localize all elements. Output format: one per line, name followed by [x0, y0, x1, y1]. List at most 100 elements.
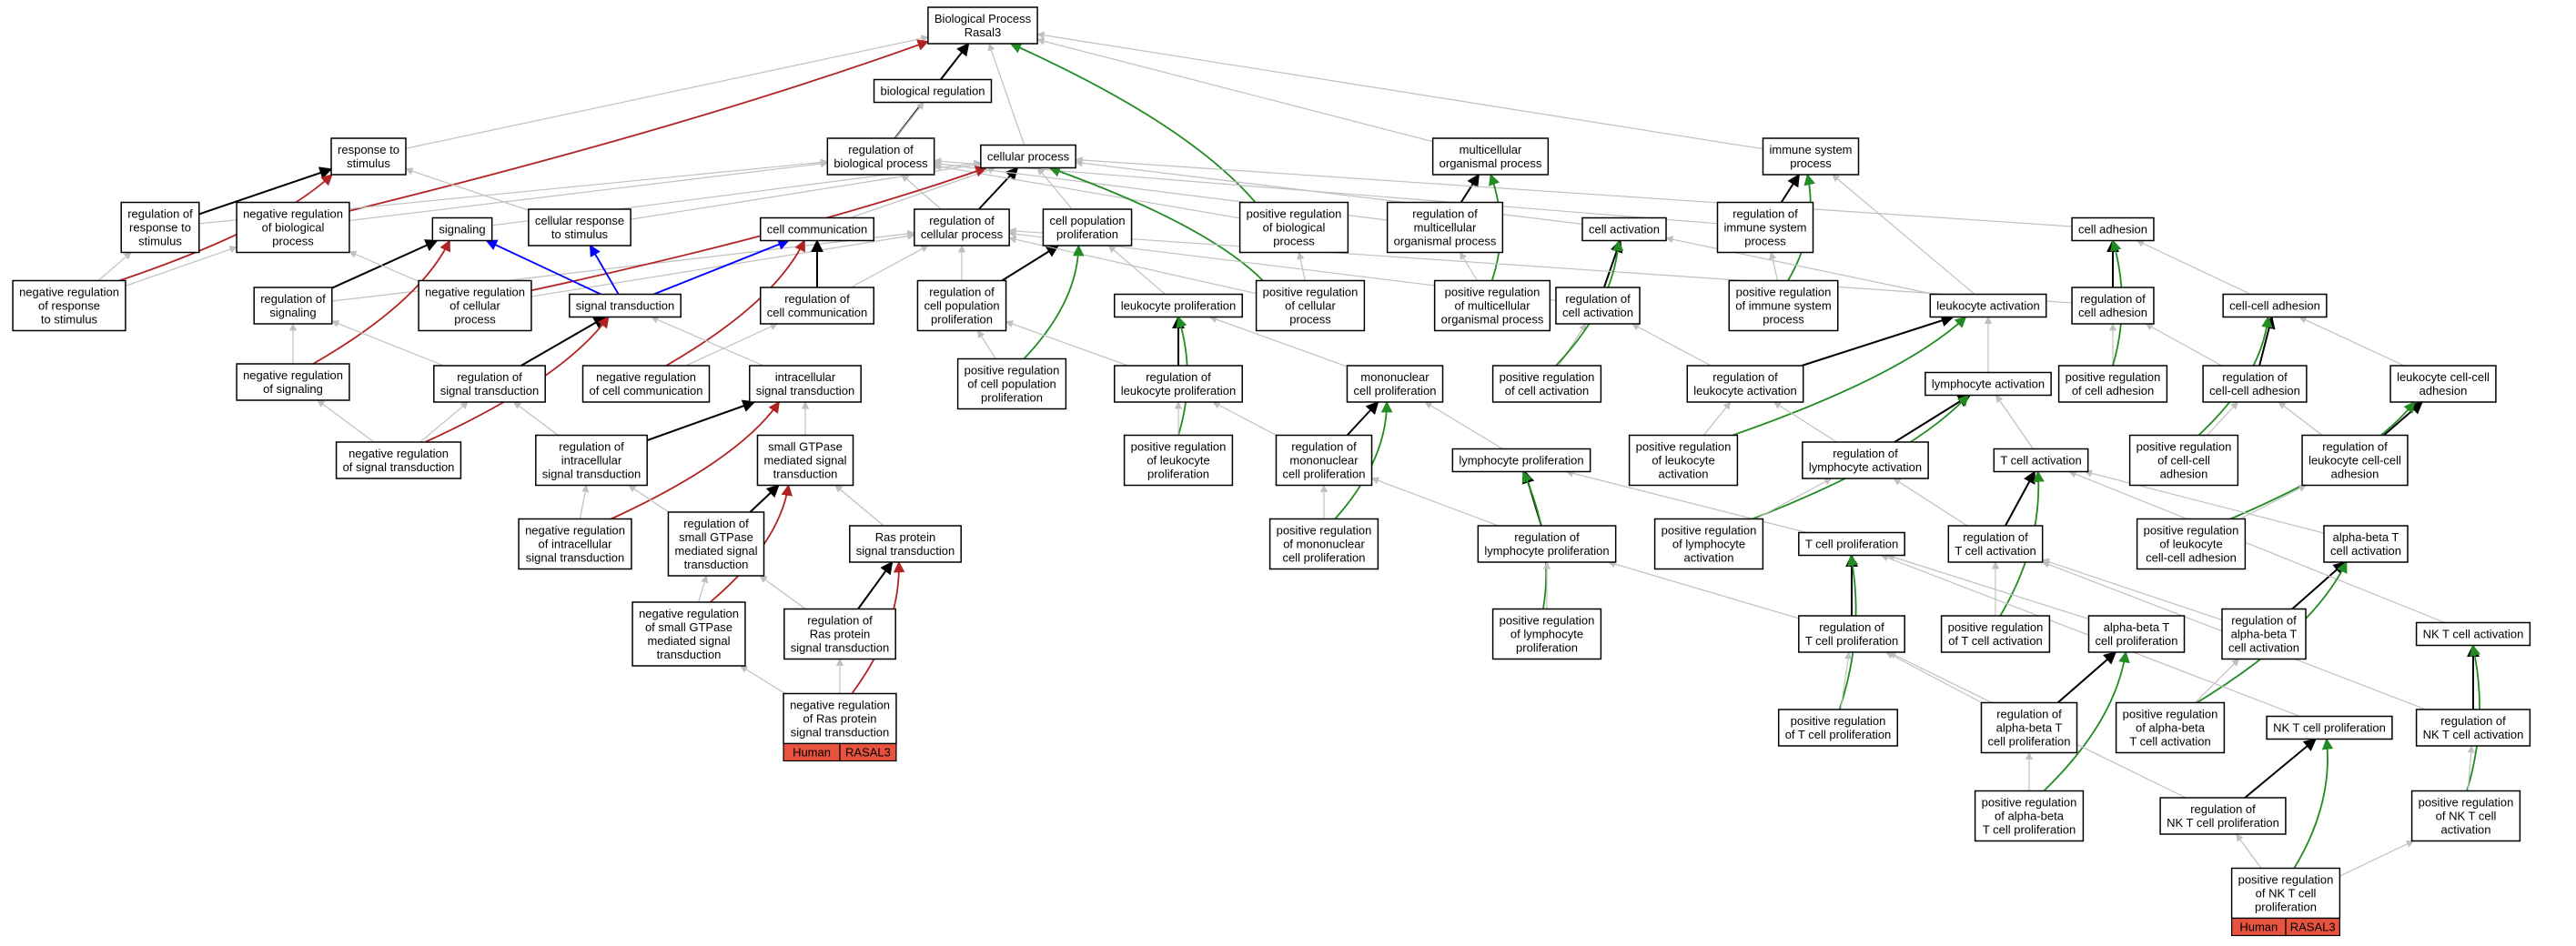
go-term-bioreg[interactable]: biological regulation	[873, 78, 993, 104]
is-a-edge	[1840, 651, 1853, 710]
go-term-leukact[interactable]: leukocyte activation	[1929, 293, 2047, 318]
go-term-sigtrans[interactable]: signal transduction	[569, 293, 682, 318]
go-term-tcellprolif[interactable]: T cell proliferation	[1798, 531, 1905, 557]
go-term-celladh[interactable]: cell adhesion	[2071, 216, 2155, 242]
go-term-nktact[interactable]: NK T cell activation	[2415, 621, 2531, 647]
go-term-cellcomm[interactable]: cell communication	[759, 216, 875, 242]
go-term-nktprolif[interactable]: NK T cell proliferation	[2266, 715, 2393, 740]
node-box	[756, 434, 854, 487]
go-term-signaling[interactable]: signaling	[431, 216, 493, 242]
is-a-edge	[405, 167, 530, 211]
go-term-cellact[interactable]: cell activation	[1581, 216, 1667, 242]
node-box	[2415, 621, 2531, 647]
node-box	[236, 201, 350, 254]
is-a-edge	[1297, 251, 1306, 281]
is-a-edge	[894, 101, 924, 139]
go-term-cellcelladh[interactable]: cell-cell adhesion	[2222, 293, 2328, 318]
go-term-cellproc[interactable]: cellular process	[980, 144, 1076, 169]
node-box	[980, 144, 1076, 169]
go-term-leukprolif[interactable]: leukocyte proliferation	[1114, 293, 1243, 318]
go-term-lymphact[interactable]: lymphocyte activation	[1924, 371, 2052, 397]
is-a-edge	[759, 575, 806, 609]
go-term-lymphprolif[interactable]: lymphocyte proliferation	[1451, 448, 1591, 473]
go-term-tcellact[interactable]: T cell activation	[1993, 448, 2089, 473]
